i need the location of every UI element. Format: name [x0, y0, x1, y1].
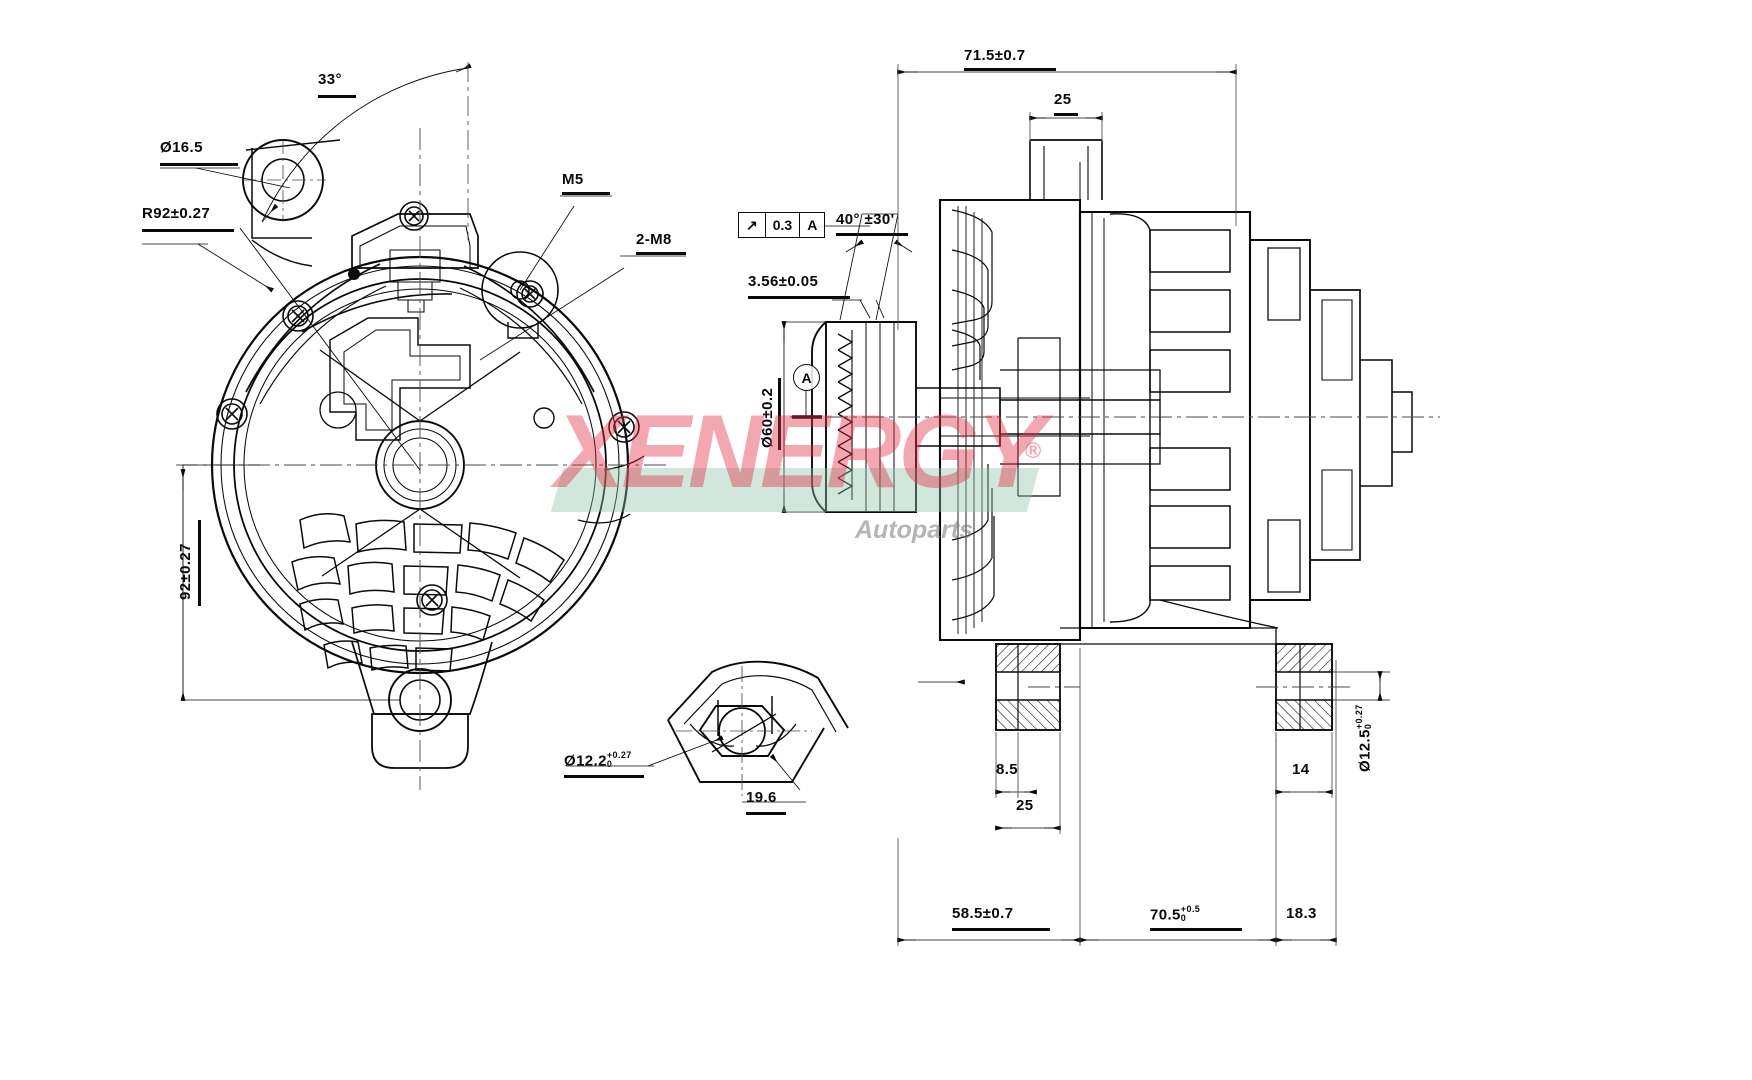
dim-dia-60-underline	[778, 378, 781, 450]
gdt-datum-reference: A	[807, 217, 818, 233]
dim-dia-60: Ø60±0.2	[759, 387, 776, 448]
dim-len-25-top-underline	[1054, 113, 1078, 116]
gdt-tolerance-value: 0.3	[766, 213, 801, 237]
runout-symbol-icon: ↗	[739, 213, 766, 237]
detail-view-dimension-lines	[566, 735, 806, 803]
dim-thread-m5: M5	[562, 171, 584, 188]
dim-height-92: 92±0.27	[177, 543, 194, 600]
side-view-geometry	[790, 139, 1440, 731]
dim-len-71-5-underline	[964, 68, 1056, 71]
side-view-dimension-lines	[781, 64, 1390, 946]
dim-len-71-5: 71.5±0.7	[964, 47, 1026, 64]
dim-len-8-5: 8.5	[996, 761, 1019, 778]
dim-dia-16-5: Ø16.5	[160, 139, 203, 156]
dim-thread-2-m8-underline	[636, 252, 686, 255]
dim-angle-33-underline	[318, 95, 356, 98]
dim-len-58-5: 58.5±0.7	[952, 905, 1014, 922]
datum-a-label: A	[793, 364, 820, 391]
dim-dia-16-5-underline	[160, 163, 238, 166]
dim-width-19-6: 19.6	[746, 789, 777, 806]
dim-groove-angle-underline	[836, 233, 908, 236]
dim-thick-3-56-underline	[748, 296, 850, 299]
dim-radius-92: R92±0.27	[142, 205, 211, 222]
dim-len-25-bot: 25	[1016, 797, 1034, 814]
dim-dia-12-2-underline	[564, 775, 644, 778]
dim-len-25-top: 25	[1054, 91, 1072, 108]
front-view-dimension-lines	[142, 62, 686, 701]
dim-len-18-3: 18.3	[1286, 905, 1317, 922]
gdt-feature-control-frame: ↗ 0.3 A	[738, 212, 826, 238]
dim-height-92-underline	[198, 520, 201, 606]
dim-len-58-5-underline	[952, 928, 1050, 931]
dim-width-19-6-underline	[746, 812, 786, 815]
dim-len-14: 14	[1292, 761, 1310, 778]
dim-thread-2-m8: 2-M8	[636, 231, 672, 248]
dim-thread-m5-underline	[562, 192, 610, 195]
dim-len-70-5-underline	[1150, 928, 1242, 931]
detail-view-geometry	[667, 660, 849, 796]
dim-groove-angle: 40° ±30'	[836, 211, 895, 228]
dim-radius-92-underline	[142, 229, 234, 232]
front-view-geometry	[176, 128, 668, 790]
dim-thick-3-56: 3.56±0.05	[748, 273, 819, 290]
dim-angle-33: 33°	[318, 71, 342, 88]
